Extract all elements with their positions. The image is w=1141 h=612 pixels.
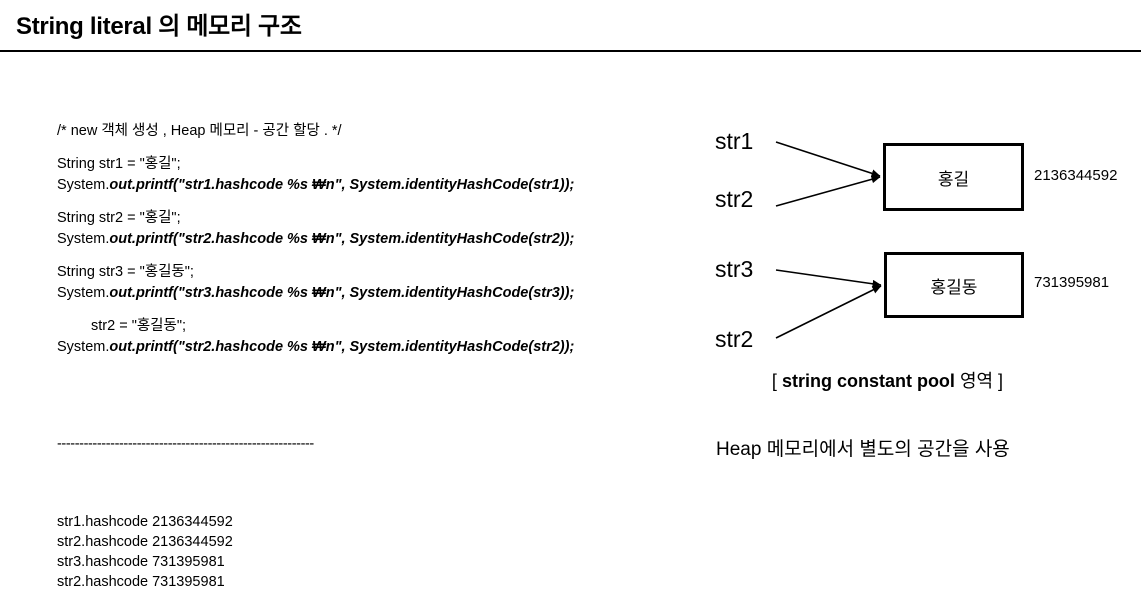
code-line: System.out.printf("str2.hashcode %s ₩n",…	[57, 337, 637, 358]
code-line: /* new 객체 생성 , Heap 메모리 - 공간 할당 . */	[57, 123, 342, 139]
code-token-emphasis: out.printf("str3.hashcode %s ₩n", System…	[109, 285, 575, 301]
code-listing: /* new 객체 생성 , Heap 메모리 - 공간 할당 . */ Str…	[57, 121, 637, 358]
pool-caption-open: [	[771, 371, 782, 391]
code-blank-line	[57, 250, 637, 262]
pool-box-honggildong: 홍길동	[884, 252, 1024, 318]
hashcode-label-hong: 2136344592	[1034, 167, 1118, 184]
pool-box-hong: 홍길	[883, 143, 1024, 211]
reference-label-str2-top: str2	[715, 186, 754, 212]
code-blank-line	[57, 196, 637, 208]
hashcode-label-honggildong: 731395981	[1034, 274, 1110, 291]
arrow-str3-to-honggildong	[775, 269, 882, 288]
code-token-plain: System.	[57, 285, 110, 301]
code-line: System.out.printf("str2.hashcode %s ₩n",…	[57, 229, 637, 250]
console-output-line: str3.hashcode 731395981	[57, 554, 225, 570]
code-line: System.out.printf("str1.hashcode %s ₩n",…	[57, 175, 637, 196]
reference-label-str3: str3	[715, 256, 754, 282]
console-output-line: str2.hashcode 731395981	[57, 574, 225, 590]
code-token-emphasis: out.printf("str2.hashcode %s ₩n", System…	[109, 339, 575, 355]
code-line: String str1 = "홍길";	[57, 156, 181, 172]
pool-caption: [ string constant pool 영역 ]	[700, 367, 1075, 393]
code-token-plain: System.	[57, 231, 110, 247]
string-pool-diagram: str1 str2 str3 str2 홍길 홍길동 2136344592 73…	[700, 110, 1141, 410]
code-blank-line	[57, 304, 637, 316]
code-line: str2 = "홍길동";	[91, 318, 187, 334]
pool-caption-strong: string constant pool	[781, 371, 955, 391]
code-line: String str3 = "홍길동";	[57, 264, 194, 280]
arrow-str2-to-hong	[775, 175, 881, 207]
console-output-lines: str1.hashcode 2136344592 str2.hashcode 21…	[57, 512, 557, 592]
console-output-line: str2.hashcode 2136344592	[57, 534, 233, 550]
heap-note: Heap 메모리에서 별도의 공간을 사용	[716, 439, 1010, 460]
diagram-arrows	[775, 141, 882, 339]
code-line: System.out.printf("str3.hashcode %s ₩n",…	[57, 283, 637, 304]
code-token-emphasis: out.printf("str1.hashcode %s ₩n", System…	[109, 177, 575, 193]
arrow-str2-to-honggildong	[775, 285, 882, 339]
page-title: String literal 의 메모리 구조	[16, 13, 302, 40]
reference-label-str2-bottom: str2	[715, 326, 754, 352]
arrow-str1-to-hong	[775, 141, 881, 178]
code-blank-line	[57, 142, 637, 154]
code-token-emphasis: out.printf("str2.hashcode %s ₩n", System…	[109, 231, 575, 247]
title-divider	[0, 50, 1141, 52]
code-token-plain: System.	[57, 177, 110, 193]
code-line: String str2 = "홍길";	[57, 210, 181, 226]
pool-caption-tail: 영역 ]	[954, 371, 1004, 391]
console-output-line: str1.hashcode 2136344592	[57, 514, 233, 530]
console-separator-rule: ----------------------------------------…	[57, 436, 314, 452]
console-output: ----------------------------------------…	[57, 394, 557, 612]
reference-label-str1: str1	[715, 128, 754, 154]
code-token-plain: System.	[57, 339, 110, 355]
